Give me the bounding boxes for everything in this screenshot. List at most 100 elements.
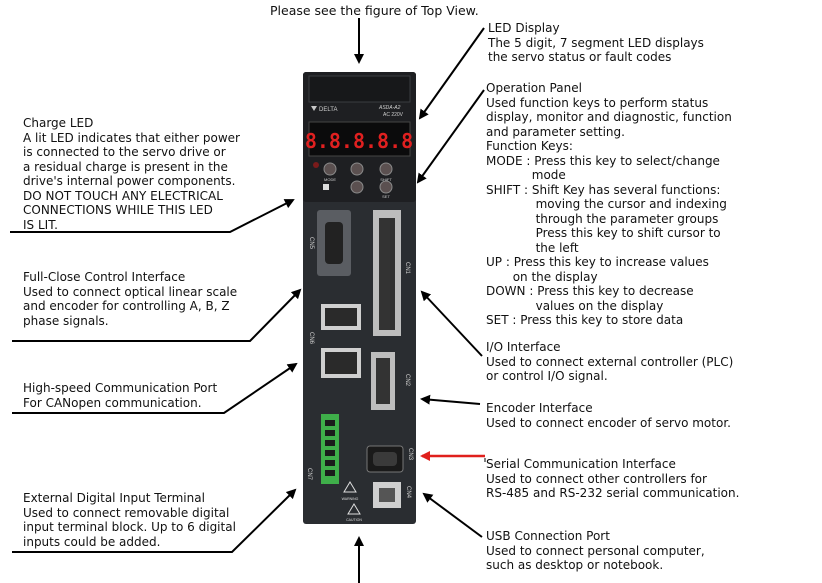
operation-panel-line: the left xyxy=(486,240,579,255)
led-display-digits: 8.8.8.8.8 xyxy=(305,129,413,153)
serial-line: RS-485 and RS-232 serial communication. xyxy=(486,486,740,500)
down-key[interactable] xyxy=(350,180,364,194)
cn5-socket xyxy=(325,222,343,264)
full-close-title: Full-Close Control Interface xyxy=(23,270,186,284)
warning-label: WARNING xyxy=(342,497,359,501)
high-speed-annotation: High-speed Communication Port For CANope… xyxy=(23,381,217,410)
serial-line: Used to connect other controllers for xyxy=(486,471,707,486)
high-speed-leader xyxy=(12,362,298,414)
cn3-socket xyxy=(373,452,397,466)
ext-digital-line: inputs could be added. xyxy=(23,534,161,549)
operation-panel-line: Function Keys: xyxy=(486,139,573,153)
led-display-line: the servo status or fault codes xyxy=(488,50,672,64)
operation-panel-leader xyxy=(416,89,485,184)
serial-annotation: Serial Communication Interface Used to c… xyxy=(486,457,739,501)
operation-panel-line: SET : Press this key to store data xyxy=(486,313,684,327)
operation-panel-line: mode xyxy=(486,168,566,182)
delta-logo-icon xyxy=(311,106,317,111)
charge-led-line: IS LIT. xyxy=(23,217,58,232)
operation-panel-line: display, monitor and diagnostic, functio… xyxy=(486,110,732,124)
usb-line: Used to connect personal computer, xyxy=(486,543,705,558)
operation-panel-line: and parameter setting. xyxy=(486,124,625,139)
ext-digital-line: Used to connect removable digital xyxy=(23,505,230,520)
cn6-port-upper-socket xyxy=(325,308,357,326)
operation-panel-annotation: Operation Panel Used function keys to pe… xyxy=(486,81,732,328)
operation-panel-title: Operation Panel xyxy=(486,81,582,95)
high-speed-title: High-speed Communication Port xyxy=(23,381,218,395)
charge-led-line: DO NOT TOUCH ANY ELECTRICAL xyxy=(23,188,223,203)
cn1-label: CN1 xyxy=(404,262,410,275)
operation-panel-line: MODE : Press this key to select/change xyxy=(486,153,720,168)
cn4-usb-socket xyxy=(379,488,395,502)
brand-label: DELTA xyxy=(319,107,337,113)
shift-key[interactable] xyxy=(379,162,393,176)
ext-digital-title: External Digital Input Terminal xyxy=(23,491,205,505)
charge-led-indicator xyxy=(313,162,319,168)
set-key[interactable] xyxy=(379,180,393,194)
led-display-title: LED Display xyxy=(488,21,560,35)
cn5-label: CN5 xyxy=(308,237,314,250)
drive-top-window xyxy=(308,75,411,103)
full-close-line: phase signals. xyxy=(23,313,109,328)
voltage-label: AC 220V xyxy=(383,112,404,118)
caution-icon xyxy=(347,503,361,515)
usb-annotation: USB Connection Port Used to connect pers… xyxy=(486,529,705,573)
servo-drive-front-view: DELTA ASDA-A2 AC 220V 8.8.8.8.8 MODE SHI… xyxy=(303,72,416,524)
cn2-socket xyxy=(376,358,390,404)
operation-panel-line: SHIFT : Shift Key has several functions: xyxy=(486,182,721,197)
encoder-title: Encoder Interface xyxy=(486,401,593,415)
led-display-annotation: LED Display The 5 digit, 7 segment LED d… xyxy=(488,21,704,65)
up-key[interactable] xyxy=(350,162,364,176)
caution-label: CAUTION xyxy=(346,518,362,522)
operation-panel-line: UP : Press this key to increase values xyxy=(486,255,709,269)
cn4-label: CN4 xyxy=(405,486,411,499)
charge-led-title: Charge LED xyxy=(23,116,94,130)
usb-title: USB Connection Port xyxy=(486,529,610,543)
charge-led-line: is connected to the servo drive or xyxy=(23,145,226,159)
cn7-terminal-3 xyxy=(325,440,335,446)
cn3-label: CN3 xyxy=(407,448,413,461)
power-led-icon xyxy=(323,184,329,190)
encoder-leader xyxy=(420,394,481,405)
high-speed-line: For CANopen communication. xyxy=(23,395,202,410)
operation-panel-line: moving the cursor and indexing xyxy=(486,197,727,211)
operation-panel-line: Press this key to shift cursor to xyxy=(486,226,721,240)
charge-led-line: drive's internal power components. xyxy=(23,174,236,188)
cn1-socket xyxy=(379,218,395,330)
encoder-annotation: Encoder Interface Used to connect encode… xyxy=(486,401,731,430)
mode-key[interactable] xyxy=(323,162,337,176)
cn7-label: CN7 xyxy=(306,468,312,481)
shift-key-label: SHIFT xyxy=(380,177,392,182)
charge-led-leader xyxy=(10,199,295,233)
encoder-line: Used to connect encoder of servo motor. xyxy=(486,415,731,430)
ext-digital-leader xyxy=(12,488,297,553)
cn7-terminal-1 xyxy=(325,420,335,426)
io-interface-line: Used to connect external controller (PLC… xyxy=(486,354,734,369)
cn6-label: CN6 xyxy=(308,332,314,345)
ext-digital-annotation: External Digital Input Terminal Used to … xyxy=(23,491,236,549)
full-close-leader xyxy=(12,288,302,342)
operation-panel-line: values on the display xyxy=(486,298,664,313)
mode-key-label: MODE xyxy=(324,177,336,182)
cn7-terminal-4 xyxy=(325,450,335,456)
io-interface-line: or control I/O signal. xyxy=(486,369,608,383)
charge-led-line: CONNECTIONS WHILE THIS LED xyxy=(23,203,213,217)
charge-led-line: A lit LED indicates that either power xyxy=(23,130,240,145)
top-view-note: Please see the figure of Top View. xyxy=(270,3,479,18)
operation-panel-line: on the display xyxy=(486,269,598,284)
full-close-annotation: Full-Close Control Interface Used to con… xyxy=(23,270,237,328)
io-interface-leader xyxy=(420,290,483,357)
model-label: ASDA-A2 xyxy=(378,105,401,111)
operation-keys: MODE SHIFT SET xyxy=(323,162,393,199)
cn7-terminal-2 xyxy=(325,430,335,436)
led-display-leader xyxy=(418,27,485,120)
charge-led-line: a residual charge is present in the xyxy=(23,159,228,174)
cn2-label: CN2 xyxy=(404,374,410,387)
cn7-terminal-5 xyxy=(325,460,335,466)
warning-icon xyxy=(343,481,357,493)
operation-panel-line: through the parameter groups xyxy=(486,211,719,226)
operation-panel-line: DOWN : Press this key to decrease xyxy=(486,284,694,298)
charge-led-annotation: Charge LED A lit LED indicates that eith… xyxy=(23,116,240,232)
full-close-line: Used to connect optical linear scale xyxy=(23,284,238,299)
